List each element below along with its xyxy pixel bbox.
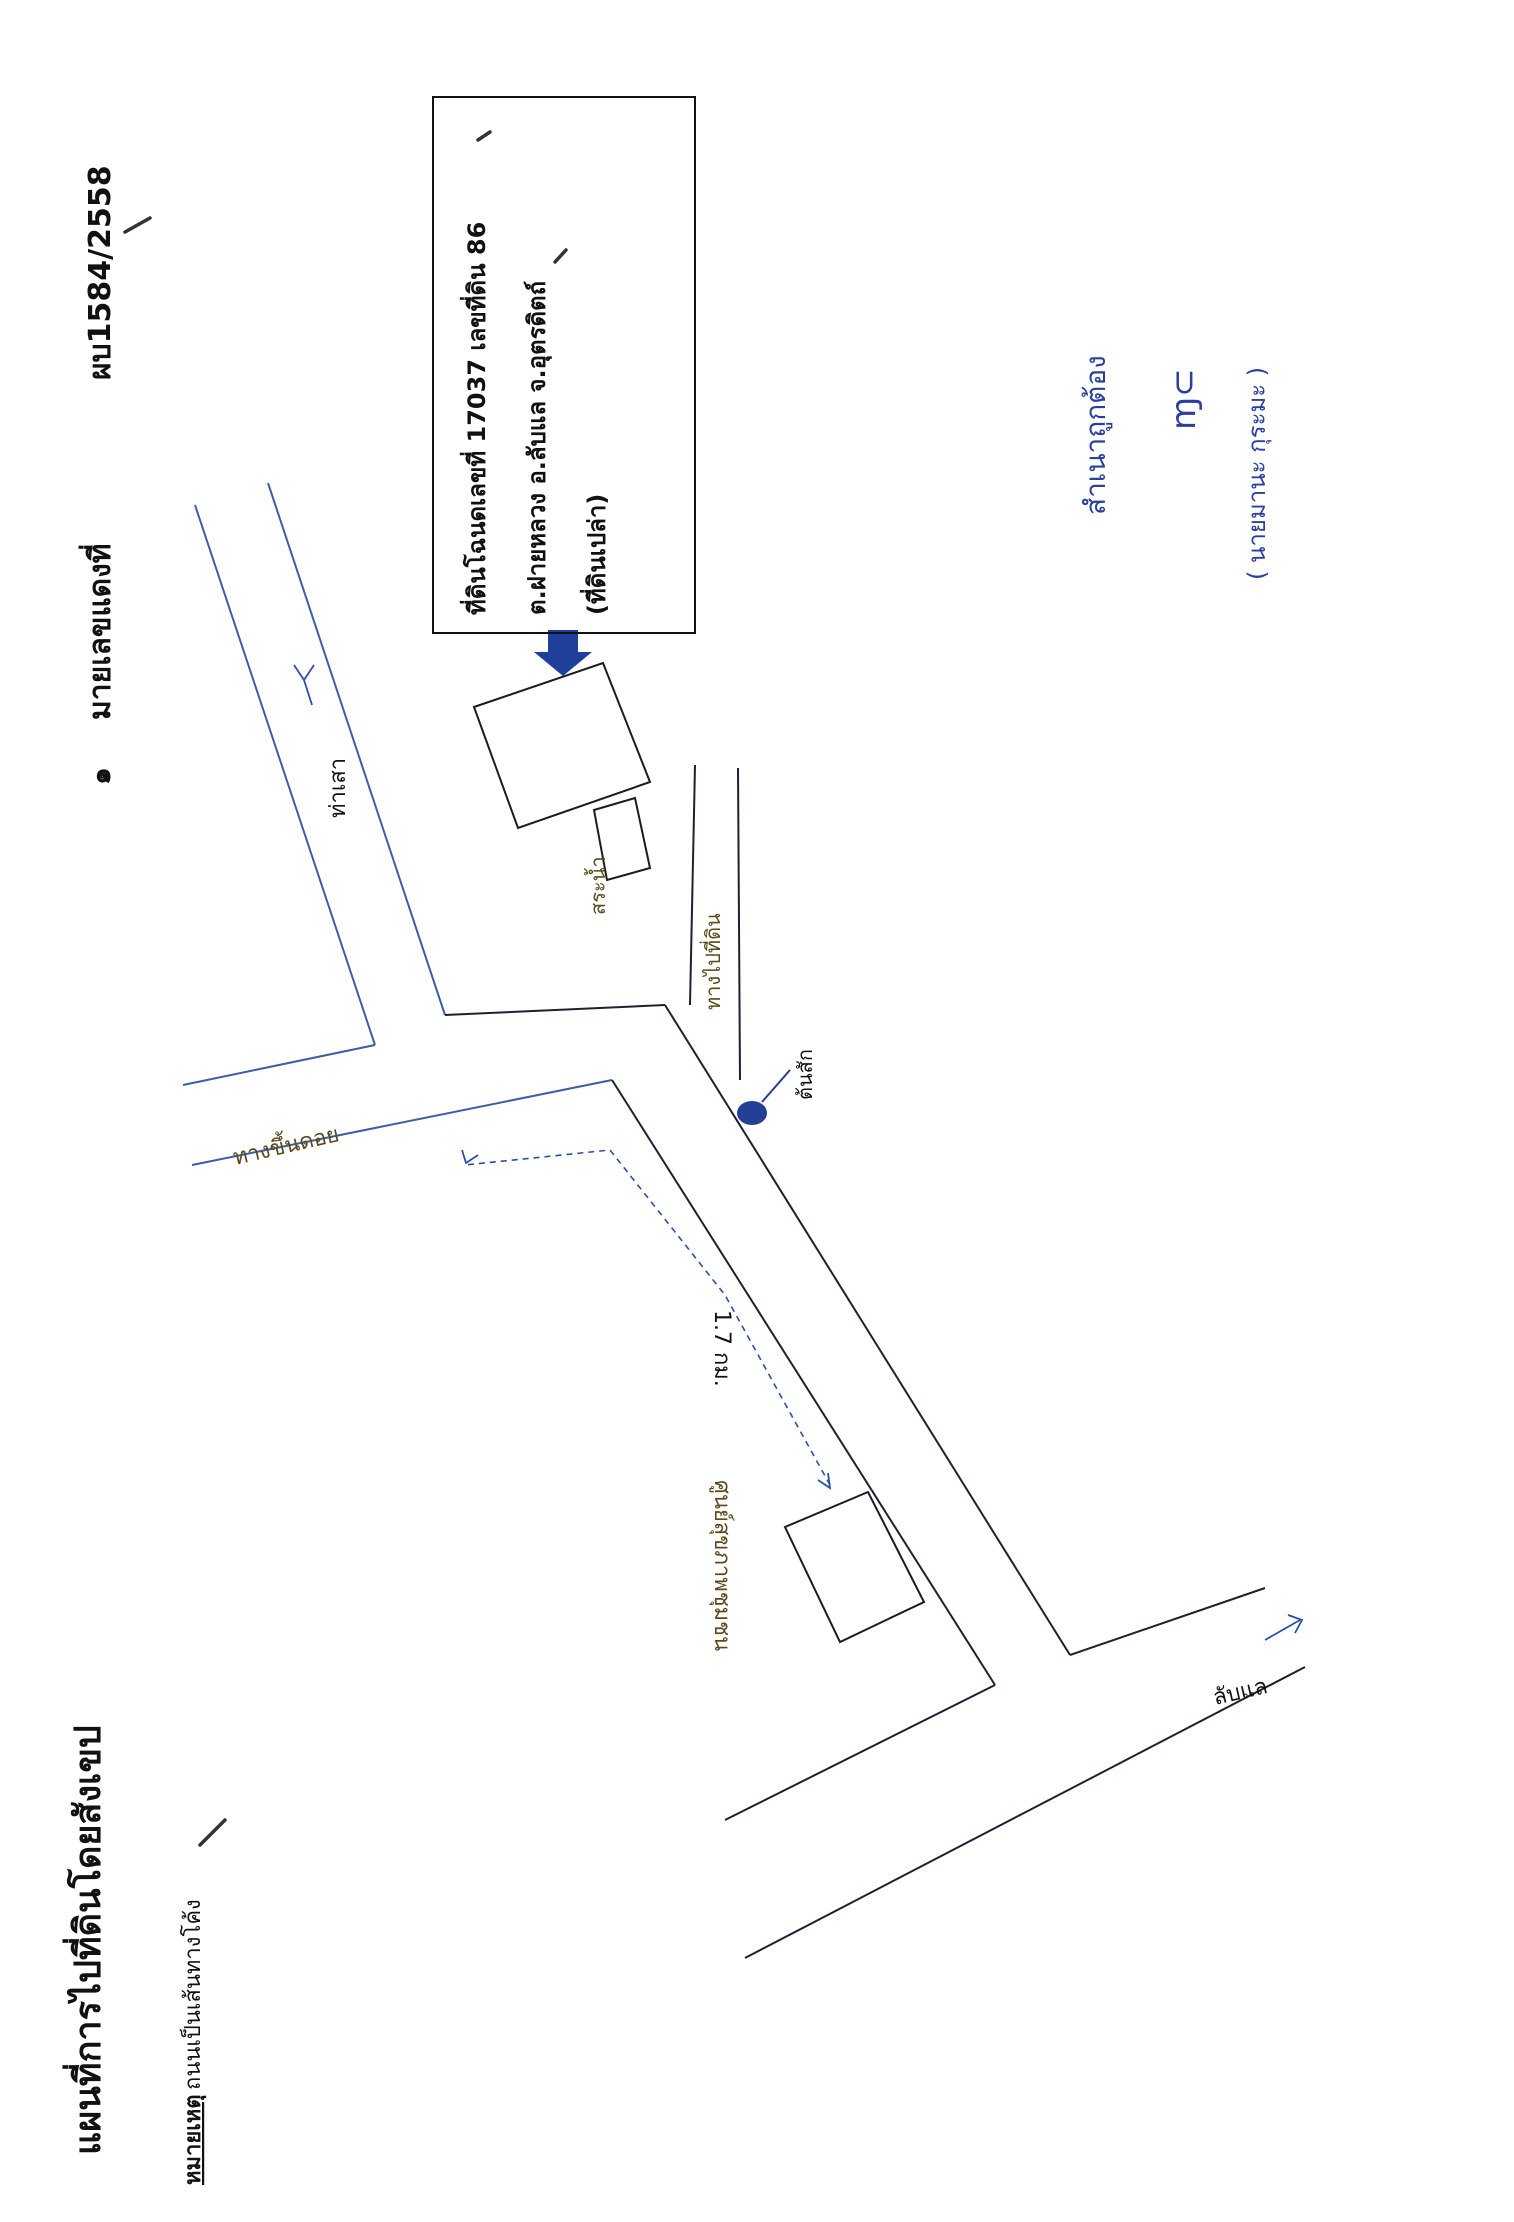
road-cross-top-right [1069,1587,1266,1656]
road-main-right-edge [664,1004,1071,1656]
certify-heading: สำเนาถูกต้อง [1079,355,1113,515]
road-to-land-left [689,764,696,1006]
land-box-line1: ที่ดินโฉนดเลขที่ 17037 เลขที่ดิน 86 [459,222,491,615]
land-pointer-arrow [534,630,592,676]
label-tha-sao: ท่าเสา [326,758,351,818]
stake-marker [737,1101,767,1125]
pond-plot [592,796,652,882]
tick-mark [553,248,568,264]
road-main-left-edge [611,1079,996,1686]
certify-name: ( นายมานะ กุระมะ ) [1243,367,1272,580]
land-box-line2: ต.ฝายหลวง อ.ลับแล จ.อุตรดิตถ์ [523,281,553,615]
red-number-prefix: ๑ [84,767,117,785]
road-main-top-joint [444,1004,666,1016]
road-to-land-right [737,767,741,1081]
note-label: หมายเหตุ [181,2094,207,2185]
land-plot [472,661,652,830]
land-box-line3: (ที่ดินเปล่า) [579,494,611,615]
label-health-center: ศูนย์สุขภาพชุมชน [709,1480,734,1651]
route-arrowhead-left [461,1149,479,1165]
tha-sao-arrow-shaft [303,679,313,706]
tick-mark [476,130,492,142]
map-title: แผนที่การไปที่ดินโดยสังเขป [62,1725,109,2155]
label-pond: สระน้ำ [584,856,610,915]
label-to-land: ทางไปที่ดิน [699,913,725,1010]
road-tha-sao-left-edge [194,504,376,1046]
red-number-value: ผบ1584/2558 [83,165,118,380]
road-tha-sao-right-edge [267,482,446,1016]
note-text: ถนนเป็นเส้นทางโค้ง [178,1899,206,2090]
label-khuen-doi: ทางขึ้นดอย [230,1118,342,1171]
tick-mark [198,1818,227,1847]
land-info-box [432,96,696,634]
tick-mark [123,216,152,234]
label-stake: ต้นสัก [793,1049,817,1100]
laplae-arrow-shaft [1264,1619,1301,1641]
health-center-plot [783,1490,926,1644]
stake-pointer [761,1069,791,1103]
road-cross-top-left [724,1684,996,1821]
label-laplae: ลับแล [1211,1674,1270,1711]
laplae-arrow-head [1287,1614,1304,1634]
route-dashed-line [464,1149,831,1486]
label-distance: 1.7 กม. [709,1310,734,1387]
road-cross-bottom [744,1666,1306,1959]
tha-sao-arrow-head [293,664,315,682]
red-number-label: มายเลขแดงที่ [78,543,118,720]
road-khuen-doi-top-edge [182,1044,376,1086]
route-arrowhead-bottom [817,1472,832,1490]
road-khuen-doi-bottom-edge [191,1079,613,1166]
certify-signature: ɱ⊂ [1164,368,1204,430]
